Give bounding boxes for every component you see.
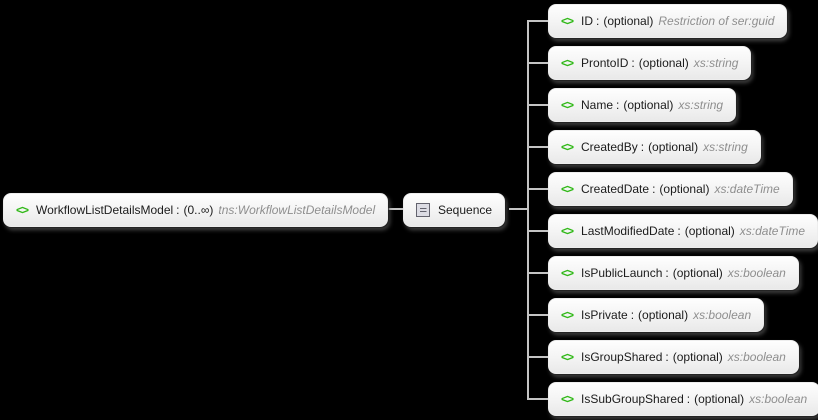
element-icon: <> [561,140,574,154]
connector-sequence-to-trunk [509,208,528,210]
element-occurs: (optional) [694,392,745,406]
element-icon: <> [561,350,574,364]
element-node[interactable]: <> LastModifiedDate : (optional) xs:date… [548,214,818,248]
element-type: xs:dateTime [714,182,780,196]
colon-separator: : [677,224,681,238]
connector-branch-line [528,314,548,316]
connector-branch-line [528,20,548,22]
element-node[interactable]: <> Name : (optional) xs:string [548,88,737,122]
element-occurs: (optional) [638,56,689,70]
element-type: xs:dateTime [739,224,806,238]
element-icon: <> [16,203,29,217]
colon-separator: : [652,182,656,196]
element-type: Restriction of ser:guid [658,14,775,28]
element-name: LastModifiedDate [581,224,675,238]
element-type: xs:string [703,140,748,154]
element-type: xs:boolean [749,392,808,406]
element-node[interactable]: <> CreatedBy : (optional) xs:string [548,130,761,164]
root-occurs: (0..∞) [183,203,214,217]
element-occurs: (optional) [623,98,674,112]
element-icon: <> [561,308,574,322]
element-type: xs:boolean [693,308,752,322]
element-icon: <> [561,182,574,196]
node-sequence[interactable]: Sequence [403,193,506,227]
colon-separator: : [596,14,600,28]
element-node[interactable]: <> IsPublicLaunch : (optional) xs:boolea… [548,256,799,290]
element-occurs: (optional) [672,350,723,364]
colon-separator: : [640,140,645,154]
connector-branch-line [528,146,548,148]
colon-separator: : [686,392,691,406]
connector-branch-line [528,62,548,64]
connector-root-to-sequence [384,208,403,210]
element-name: Name [581,98,614,112]
element-node[interactable]: <> CreatedDate : (optional) xs:dateTime [548,172,793,206]
element-type: xs:boolean [727,350,786,364]
colon-separator: : [616,98,620,112]
element-type: xs:boolean [727,266,786,280]
connector-branch-line [528,272,548,274]
colon-separator: : [665,350,669,364]
sequence-icon [416,203,430,217]
connector-branch-line [528,188,548,190]
element-occurs: (optional) [603,14,654,28]
element-icon: <> [561,266,574,280]
element-icon: <> [561,56,574,70]
connector-branch-line [528,230,548,232]
element-icon: <> [561,98,574,112]
element-icon: <> [561,14,574,28]
element-node[interactable]: <> IsGroupShared : (optional) xs:boolean [548,340,799,374]
element-icon: <> [561,224,574,238]
element-occurs: (optional) [684,224,735,238]
connector-branch-line [528,356,548,358]
root-name: WorkflowListDetailsModel [36,203,174,217]
element-occurs: (optional) [648,140,699,154]
element-name: CreatedDate [581,182,650,196]
element-node[interactable]: <> ID : (optional) Restriction of ser:gu… [548,4,788,38]
element-name: IsGroupShared [581,350,663,364]
element-icon: <> [561,392,574,406]
element-node[interactable]: <> IsSubGroupShared : (optional) xs:bool… [548,382,818,416]
sequence-label: Sequence [438,203,493,217]
connector-trunk-line [527,20,529,400]
colon-separator: : [176,203,180,217]
element-name: IsPublicLaunch [581,266,663,280]
connector-branch-line [528,104,548,106]
element-name: CreatedBy [581,140,638,154]
element-node[interactable]: <> ProntoID : (optional) xs:string [548,46,752,80]
element-type: xs:string [678,98,724,112]
element-name: ID [581,14,594,28]
colon-separator: : [665,266,669,280]
node-root-element[interactable]: <> WorkflowListDetailsModel : (0..∞) tns… [3,193,389,227]
element-occurs: (optional) [659,182,710,196]
element-occurs: (optional) [672,266,723,280]
element-type: xs:string [693,56,739,70]
element-name: IsPrivate [581,308,628,322]
element-name: IsSubGroupShared [581,392,684,406]
colon-separator: : [630,308,635,322]
element-node[interactable]: <> IsPrivate : (optional) xs:boolean [548,298,765,332]
colon-separator: : [631,56,635,70]
connector-branch-line [528,398,548,400]
element-name: ProntoID [581,56,629,70]
root-type: tns:WorkflowListDetailsModel [218,203,376,217]
element-occurs: (optional) [638,308,689,322]
